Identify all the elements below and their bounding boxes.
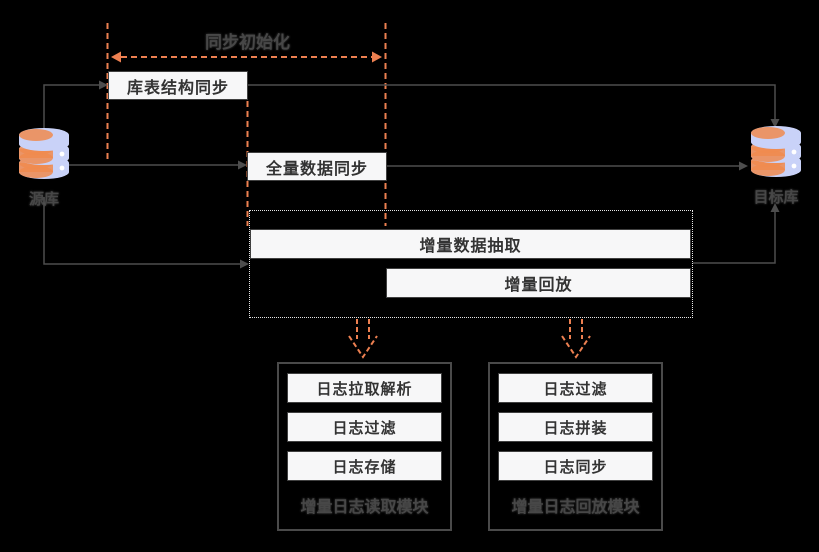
init-phase-arrowheads [111, 51, 382, 63]
target-database-icon [751, 126, 801, 177]
span-arrowhead-right [372, 51, 382, 63]
source-to-schema-line [43, 84, 99, 130]
source-to-incremental-line [43, 197, 240, 265]
log-reader-module: 日志拉取解析 日志过滤 日志存储 增量日志读取模块 [277, 362, 452, 531]
log-replayer-module-title: 增量日志回放模块 [511, 499, 640, 516]
source-database: 源库 [16, 127, 72, 209]
module-item: 日志过滤 [498, 373, 653, 403]
down-arrow-to-reader-module [348, 319, 378, 359]
log-reader-module-title: 增量日志读取模块 [300, 499, 429, 516]
module-item: 日志拼装 [498, 412, 653, 442]
source-database-icon [19, 128, 69, 179]
module-down-arrows [348, 319, 591, 359]
down-arrow-to-replayer-module [561, 319, 591, 359]
module-item: 日志拉取解析 [287, 373, 442, 403]
incremental-extract-box: 增量数据抽取 [250, 229, 691, 259]
module-item: 日志存储 [287, 451, 442, 481]
replay-to-target-line [693, 212, 776, 264]
module-item: 日志过滤 [287, 412, 442, 442]
module-item: 日志同步 [498, 451, 653, 481]
incremental-replay-box: 增量回放 [386, 268, 691, 298]
source-database-label: 源库 [28, 191, 59, 208]
target-database-label: 目标库 [753, 189, 799, 206]
arrowhead-into-target-left [739, 161, 748, 171]
arrowhead-into-schema [99, 80, 108, 90]
target-database: 目标库 [748, 125, 804, 207]
arrowhead-into-incremental [240, 259, 249, 269]
init-phase-guides [106, 23, 387, 226]
incremental-sync-container [249, 210, 693, 318]
schema-to-target-line [248, 84, 776, 119]
init-phase-title: 同步初始化 [205, 33, 290, 52]
full-sync-box: 全量数据同步 [247, 152, 387, 181]
log-replayer-module: 日志过滤 日志拼装 日志同步 增量日志回放模块 [488, 362, 663, 531]
span-arrowhead-left [111, 51, 121, 63]
arrowhead-into-full [238, 160, 247, 170]
schema-sync-box: 库表结构同步 [108, 71, 248, 100]
